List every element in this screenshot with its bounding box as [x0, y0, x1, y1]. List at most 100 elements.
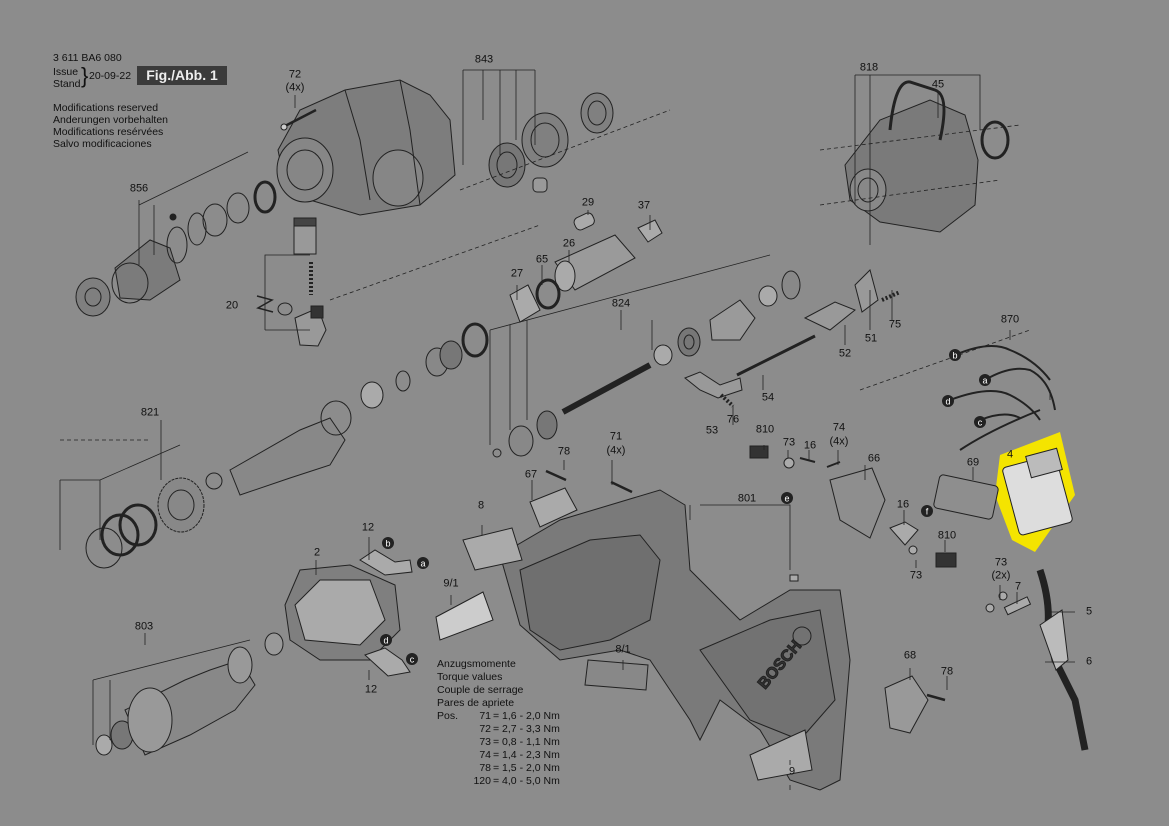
marker-b-top: b	[952, 351, 957, 361]
part-label-72-qty: (4x)	[285, 81, 305, 94]
part-label-73-cord: 73	[994, 556, 1008, 569]
part-label-76: 76	[726, 413, 740, 426]
marker-e: e	[784, 494, 789, 504]
note-es: Salvo modificaciones	[53, 138, 152, 150]
part-label-803: 803	[134, 620, 154, 633]
torque-pos: 73	[479, 736, 491, 748]
part-label-4: 4	[1006, 448, 1014, 461]
lock-parts-20	[256, 217, 327, 347]
part-label-26: 26	[562, 237, 576, 250]
part-label-5: 5	[1085, 605, 1093, 618]
torque-value: = 0,8 - 1,1 Nm	[493, 736, 560, 748]
armature-803	[95, 646, 256, 756]
torque-pos: 78	[479, 762, 491, 774]
torque-heading-de: Anzugsmomente	[437, 658, 516, 670]
part-label-78-left: 78	[557, 445, 571, 458]
torque-row: 120= 4,0 - 5,0 Nm	[437, 775, 560, 787]
part-label-71: 71	[609, 430, 623, 443]
brace: }	[81, 63, 89, 88]
marker-d-bottom: d	[383, 636, 388, 646]
torque-heading-fr: Couple de serrage	[437, 684, 524, 696]
torque-row: Pos. 71= 1,6 - 2,0 Nm	[437, 710, 560, 722]
torque-value: = 1,6 - 2,0 Nm	[493, 710, 560, 722]
torque-value: = 1,4 - 2,3 Nm	[493, 749, 560, 761]
torque-pos: 74	[479, 749, 491, 761]
part-label-16-lower: 16	[896, 498, 910, 511]
switch-4	[995, 432, 1075, 552]
part-label-8-1: 8/1	[615, 643, 631, 656]
part-label-12-lower: 12	[364, 683, 378, 696]
part-label-8: 8	[477, 499, 485, 512]
striker-parts	[509, 212, 663, 323]
marker-a-bottom: a	[420, 559, 425, 569]
gear-housing	[276, 79, 456, 216]
part-label-78-right: 78	[940, 665, 954, 678]
wiring-loom	[949, 345, 1056, 451]
marker-c-bottom: c	[410, 655, 415, 665]
power-cord	[985, 568, 1089, 751]
part-label-75: 75	[888, 318, 902, 331]
part-label-37: 37	[637, 199, 651, 212]
torque-row: 74= 1,4 - 2,3 Nm	[437, 749, 560, 761]
note-de: Anderungen vorbehalten	[53, 114, 169, 126]
part-label-66: 66	[867, 452, 881, 465]
part-label-856: 856	[129, 182, 149, 195]
spindle-assembly-821	[85, 322, 489, 569]
marker-c-top: c	[978, 418, 983, 428]
torque-row: 78= 1,5 - 2,0 Nm	[437, 762, 560, 774]
torque-heading-en: Torque values	[437, 671, 503, 683]
issue-date: 20-09-22	[89, 70, 132, 82]
torque-value: = 1,5 - 2,0 Nm	[493, 762, 560, 774]
part-label-821: 821	[140, 406, 160, 419]
motor-housing-801: BOSCH	[499, 489, 851, 791]
part-label-73-lower: 73	[909, 569, 923, 582]
part-number: 3 611 BA6 080	[53, 52, 122, 64]
part-label-2: 2	[313, 546, 321, 559]
part-label-29: 29	[581, 196, 595, 209]
chuck-assembly	[75, 180, 277, 317]
part-label-53: 53	[705, 424, 719, 437]
torque-value: = 2,7 - 3,3 Nm	[493, 723, 560, 735]
wire-markers: b a d c e f b a d c	[380, 349, 991, 665]
part-label-54: 54	[761, 391, 775, 404]
part-label-843: 843	[474, 53, 494, 66]
part-label-9-1: 9/1	[443, 577, 459, 590]
part-label-72: 72	[288, 68, 302, 81]
torque-value: = 4,0 - 5,0 Nm	[493, 775, 560, 787]
part-label-20: 20	[225, 299, 239, 312]
torque-heading-es: Pares de apriete	[437, 697, 515, 709]
part-label-71-qty: (4x)	[606, 444, 626, 457]
issue-label: Issue	[53, 66, 79, 78]
part-label-870: 870	[1000, 313, 1020, 326]
pos-label: Pos.	[437, 710, 459, 722]
part-label-67: 67	[524, 468, 538, 481]
part-label-65: 65	[535, 253, 549, 266]
marker-d-top: d	[945, 397, 950, 407]
part-label-73-upper: 73	[782, 436, 796, 449]
part-label-16-upper: 16	[803, 439, 817, 452]
torque-pos: 120	[473, 775, 491, 787]
part-label-73-cord-qty: (2x)	[991, 569, 1011, 582]
bearing-rings	[488, 92, 614, 193]
torque-row: 73= 0,8 - 1,1 Nm	[437, 736, 560, 748]
part-label-12-upper: 12	[361, 521, 375, 534]
part-label-45: 45	[931, 78, 945, 91]
torque-pos: 72	[479, 723, 491, 735]
part-label-69: 69	[966, 456, 980, 469]
label-plates	[435, 527, 813, 781]
torque-row: 72= 2,7 - 3,3 Nm	[437, 723, 560, 735]
gear-spindle	[492, 270, 801, 458]
part-label-52: 52	[838, 347, 852, 360]
part-label-810-upper: 810	[755, 423, 775, 436]
part-label-27: 27	[510, 267, 524, 280]
note-en: Modifications reserved	[53, 102, 159, 114]
stand-label: Stand	[53, 78, 81, 90]
torque-pos: 71	[479, 710, 491, 722]
part-label-7: 7	[1014, 580, 1022, 593]
marker-a-top: a	[982, 376, 987, 386]
part-label-74-qty: (4x)	[829, 435, 849, 448]
part-label-818: 818	[859, 61, 879, 74]
cover-68	[884, 675, 946, 734]
part-label-824: 824	[611, 297, 631, 310]
